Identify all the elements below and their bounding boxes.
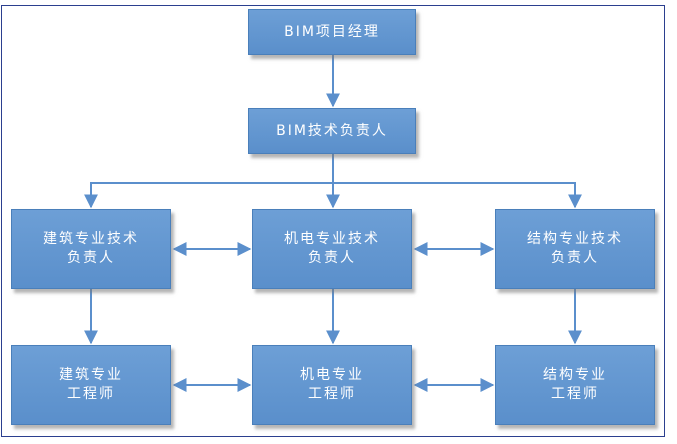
node-label-block: 机电专业技术 负责人 bbox=[284, 230, 380, 268]
node-label-line-1: 建筑专业技术 bbox=[43, 231, 139, 247]
node-label-line-1: 结构专业技术 bbox=[527, 231, 623, 247]
node-label-block: 建筑专业 工程师 bbox=[59, 366, 123, 404]
node-label-line-1: 机电专业 bbox=[300, 367, 364, 383]
node-bim-project-manager: BIM项目经理 bbox=[248, 9, 416, 55]
node-label: BIM项目经理 bbox=[284, 23, 380, 40]
node-structural-engineer: 结构专业 工程师 bbox=[495, 345, 655, 425]
node-structural-technical-lead: 结构专业技术 负责人 bbox=[495, 209, 655, 289]
node-label-line-2: 工程师 bbox=[67, 386, 115, 402]
node-mep-engineer: 机电专业 工程师 bbox=[252, 345, 412, 425]
node-label-block: 结构专业技术 负责人 bbox=[527, 230, 623, 268]
node-label-block: 建筑专业技术 负责人 bbox=[43, 230, 139, 268]
node-label-line-2: 负责人 bbox=[551, 250, 599, 266]
node-label-line-1: 结构专业 bbox=[543, 367, 607, 383]
node-mep-technical-lead: 机电专业技术 负责人 bbox=[252, 209, 412, 289]
node-label-line-2: 工程师 bbox=[308, 386, 356, 402]
node-label-line-2: 工程师 bbox=[551, 386, 599, 402]
node-label: BIM技术负责人 bbox=[276, 122, 388, 139]
node-label-line-1: 机电专业技术 bbox=[284, 231, 380, 247]
node-architecture-technical-lead: 建筑专业技术 负责人 bbox=[11, 209, 171, 289]
node-bim-technical-lead: BIM技术负责人 bbox=[248, 108, 416, 154]
node-label-block: 机电专业 工程师 bbox=[300, 366, 364, 404]
node-label-block: 结构专业 工程师 bbox=[543, 366, 607, 404]
node-label-line-2: 负责人 bbox=[67, 250, 115, 266]
node-architecture-engineer: 建筑专业 工程师 bbox=[11, 345, 171, 425]
node-label-line-1: 建筑专业 bbox=[59, 367, 123, 383]
node-label-line-2: 负责人 bbox=[308, 250, 356, 266]
